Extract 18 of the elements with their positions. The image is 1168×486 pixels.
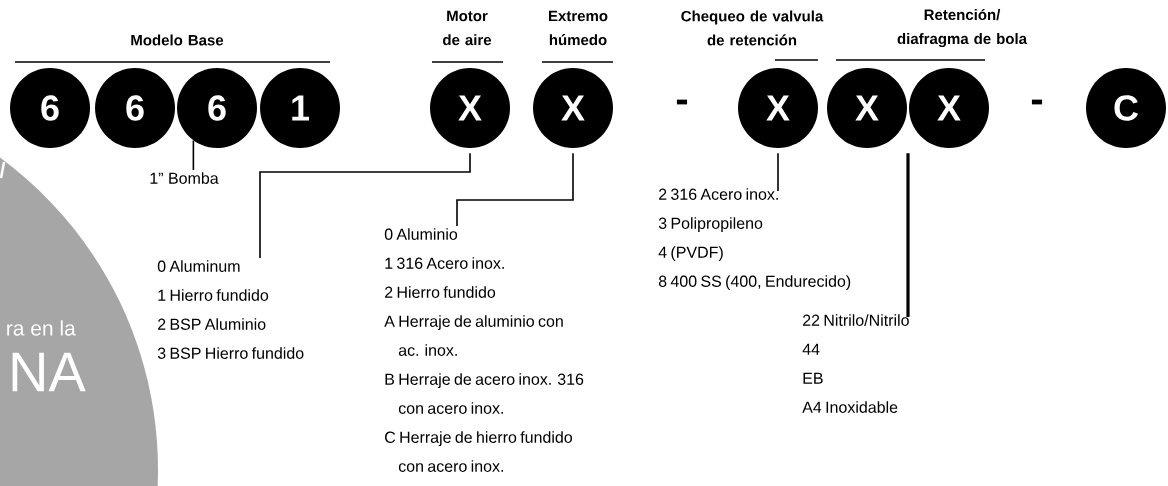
heading: Chequeo de valvula de retención [681, 10, 824, 46]
option-list: 2 316 Acero inox. 3 Polipropileno 4 (PVDF) 8 400 SS (400, Endurecido) [658, 188, 851, 291]
connector-line [456, 152, 574, 227]
connector-line [192, 139, 195, 171]
option-list: 22 Nitrilo/Nitrilo 44 EB A4 Inoxidable [802, 314, 909, 413]
separator-dash: - [1031, 99, 1043, 105]
option-list: 0 Aluminum 1 Hierro fundido 2 BSP Aluminio 3 BSP Hierro fundido [157, 260, 304, 359]
heading: Modelo Base [131, 34, 224, 46]
separator-dash: - [676, 99, 688, 105]
background-text: ra en la [7, 320, 76, 336]
background-text: NA [12, 352, 86, 392]
heading: Extremo húmedo [549, 10, 608, 46]
connector-line [259, 152, 471, 259]
connector-line [777, 152, 779, 192]
heading: Retención/ diafragma de bola [897, 8, 1028, 48]
option-list: 0 Aluminio 1 316 Acero inox. 2 Hierro fundido A Herraje de aluminio con ac. inox. B Herraje de acero inox. 316 con acero inox. C Herraje de hierro fundido con acero inox. [384, 228, 584, 472]
option-text: 1” Bomba [150, 172, 219, 184]
heading: Motor de aire [443, 10, 492, 46]
